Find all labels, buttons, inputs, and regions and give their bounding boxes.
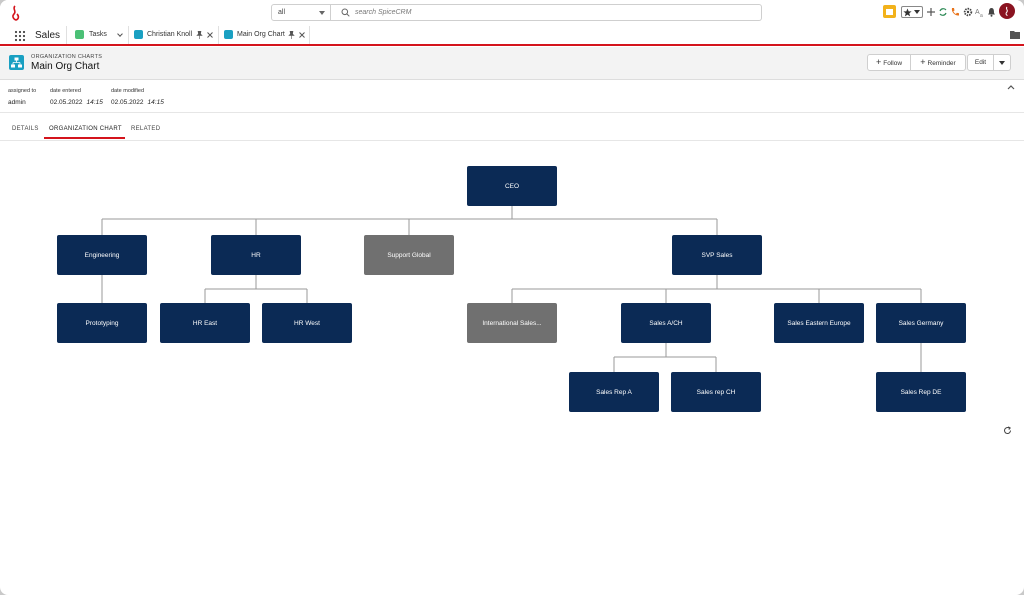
tab-christian-knoll[interactable]: Christian Knoll (128, 26, 217, 44)
svg-text:A: A (975, 9, 980, 16)
add-icon[interactable] (926, 7, 936, 17)
org-chart-icon (224, 30, 233, 39)
tab-related[interactable]: RELATED (131, 126, 161, 132)
org-node-international-sales[interactable]: International Sales... (467, 303, 557, 343)
folder-icon[interactable] (1010, 30, 1020, 39)
org-node-svp-sales[interactable]: SVP Sales (672, 235, 762, 275)
plus-icon: + (875, 57, 882, 67)
chevron-up-icon[interactable] (1007, 84, 1015, 90)
tab-label: Main Org Chart (237, 31, 285, 38)
org-node-ceo[interactable]: CEO (467, 166, 557, 206)
date-modified-date: 02.05.2022 (111, 99, 144, 106)
date-modified-time: 14:15 (147, 99, 164, 106)
top-bar: all search SpiceCRM (0, 0, 1024, 26)
record-module-label: ORGANIZATION CHARTS (31, 54, 103, 60)
search-placeholder: search SpiceCRM (355, 9, 412, 16)
tab-main-org-chart[interactable]: Main Org Chart (218, 26, 310, 44)
org-node-hr[interactable]: HR (211, 235, 301, 275)
org-node-sales-rep-a[interactable]: Sales Rep A (569, 372, 659, 412)
svg-text:a: a (980, 13, 983, 17)
tasks-icon (75, 30, 84, 39)
close-icon[interactable] (207, 32, 213, 38)
tab-details[interactable]: DETAILS (12, 126, 39, 132)
close-icon[interactable] (299, 32, 305, 38)
calendar-icon[interactable] (883, 5, 896, 18)
contact-icon (134, 30, 143, 39)
plus-icon: + (920, 57, 926, 67)
bell-icon[interactable] (987, 7, 996, 17)
org-node-sales-ach[interactable]: Sales A/CH (621, 303, 711, 343)
org-node-sales-eastern-europe[interactable]: Sales Eastern Europe (774, 303, 864, 343)
tab-organization-chart[interactable]: ORGANIZATION CHART (49, 126, 122, 132)
tab-tasks[interactable]: Tasks (66, 26, 127, 44)
record-header: ORGANIZATION CHARTS Main Org Chart +Foll… (0, 47, 1024, 80)
more-actions-button[interactable] (994, 54, 1011, 71)
active-tab-indicator (44, 137, 125, 139)
org-node-hr-west[interactable]: HR West (262, 303, 352, 343)
edit-button[interactable]: Edit (967, 54, 994, 71)
record-tabs: DETAILS ORGANIZATION CHART RELATED (0, 113, 1024, 141)
app-name[interactable]: Sales (35, 30, 61, 41)
org-node-hr-east[interactable]: HR East (160, 303, 250, 343)
follow-label: Follow (883, 60, 903, 67)
org-chart-module-icon (9, 55, 24, 70)
org-node-engineering[interactable]: Engineering (57, 235, 147, 275)
search-input[interactable]: search SpiceCRM (331, 4, 762, 21)
chevron-down-icon (999, 61, 1005, 65)
search-scope-value: all (278, 9, 286, 16)
search-icon (341, 8, 350, 17)
page-title: Main Org Chart (31, 61, 100, 72)
assigned-to-value[interactable]: admin (8, 99, 26, 106)
search-scope-select[interactable]: all (271, 4, 331, 21)
edit-label: Edit (974, 59, 987, 66)
date-entered-time: 14:15 (86, 99, 103, 106)
record-fields: assigned to admin date entered 02.05.202… (0, 81, 1024, 113)
follow-button[interactable]: +Follow (867, 54, 911, 71)
settings-icon[interactable] (963, 7, 973, 17)
sync-icon[interactable] (938, 7, 948, 17)
phone-icon[interactable] (950, 7, 960, 17)
tab-label: Christian Knoll (147, 31, 193, 38)
star-icon (903, 8, 912, 17)
date-entered-date: 02.05.2022 (50, 99, 83, 106)
app-launcher-icon[interactable] (14, 30, 26, 42)
org-node-sales-rep-de[interactable]: Sales Rep DE (876, 372, 966, 412)
favorites-button[interactable] (901, 6, 923, 18)
spicecrm-logo[interactable] (8, 5, 22, 21)
date-entered-label: date entered (50, 88, 81, 94)
pin-icon[interactable] (196, 31, 203, 39)
date-modified-label: date modified (111, 88, 145, 94)
language-icon[interactable]: A a (975, 7, 986, 17)
org-node-sales-germany[interactable]: Sales Germany (876, 303, 966, 343)
user-avatar-icon (1005, 6, 1008, 16)
chevron-down-icon (319, 11, 325, 15)
assigned-to-label: assigned to (8, 88, 37, 94)
navigation-bar: Sales Tasks Christian Knoll Main Org Cha… (0, 26, 1024, 46)
avatar[interactable] (999, 3, 1015, 19)
refresh-icon[interactable] (1003, 426, 1012, 435)
org-node-support-global[interactable]: Support Global (364, 235, 454, 275)
reminder-button[interactable]: +Reminder (911, 54, 966, 71)
org-node-sales-rep-ch[interactable]: Sales rep CH (671, 372, 761, 412)
hierarchy-icon (11, 57, 22, 68)
tab-label: Tasks (89, 31, 107, 38)
org-node-prototyping[interactable]: Prototyping (57, 303, 147, 343)
reminder-label: Reminder (927, 60, 956, 67)
pin-icon[interactable] (288, 31, 295, 39)
chevron-down-icon (914, 10, 920, 14)
